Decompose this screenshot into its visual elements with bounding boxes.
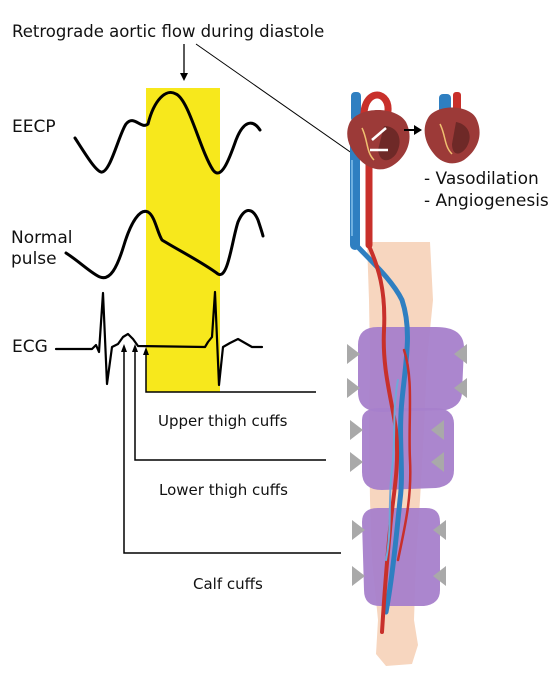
compression-arrow xyxy=(350,420,363,440)
lower-thigh-timing-line xyxy=(134,352,326,461)
result-heart-shading xyxy=(452,122,470,154)
compression-arrow xyxy=(352,566,365,586)
result-heart-coronary xyxy=(439,123,453,155)
leg-illustration xyxy=(347,135,467,666)
lower-thigh-cuffs-label: Lower thigh cuffs xyxy=(159,481,288,499)
title-arrow-head xyxy=(180,73,188,81)
leg-artery-branch xyxy=(396,348,412,562)
upper-thigh-timing-line xyxy=(145,353,316,393)
ecg-label: ECG xyxy=(12,337,48,357)
calf-timing-line xyxy=(123,352,341,554)
heart-flow-arrow xyxy=(371,127,387,141)
leg-vein xyxy=(354,243,410,615)
diagram-title: Retrograde aortic flow during diastole xyxy=(12,22,325,41)
eecp-waveform xyxy=(73,91,262,175)
leg-vein-branch xyxy=(385,379,399,561)
upper-thigh-cuffs-label: Upper thigh cuffs xyxy=(158,412,288,430)
title-leader-line xyxy=(195,43,367,164)
compression-arrows xyxy=(347,344,467,586)
calf-timing-arrowhead xyxy=(121,344,127,352)
normal-pulse-label: Normal pulse xyxy=(11,228,73,270)
heart-result-illustration xyxy=(424,92,480,164)
compression-arrow xyxy=(350,452,363,472)
compression-arrow xyxy=(431,420,444,440)
effect-arrow-head xyxy=(414,125,422,135)
leg-artery xyxy=(367,244,400,634)
compression-arrow xyxy=(431,452,444,472)
normal-pulse-waveform xyxy=(64,209,265,280)
compression-arrow xyxy=(454,344,467,364)
compression-arrow xyxy=(352,520,365,540)
normal-pulse-label-line1: Normal xyxy=(11,228,73,248)
heart-shading xyxy=(378,126,400,161)
normal-pulse-label-line2: pulse xyxy=(11,249,57,269)
compression-arrow xyxy=(433,566,446,586)
heart-illustration xyxy=(347,91,410,170)
heart-coronary xyxy=(361,127,375,161)
compression-arrow xyxy=(454,378,467,398)
calf-cuffs-label: Calf cuffs xyxy=(193,575,263,593)
calf-cuff xyxy=(362,508,440,606)
effect-angiogenesis: - Angiogenesis xyxy=(424,191,549,211)
compression-arrow xyxy=(433,520,446,540)
result-heart-body xyxy=(424,107,480,164)
lower-thigh-cuff xyxy=(362,408,454,490)
effects-list: - Vasodilation - Angiogenesis xyxy=(424,168,549,212)
compression-arrow xyxy=(347,378,360,398)
effect-vasodilation: - Vasodilation xyxy=(424,169,539,189)
compression-arrow xyxy=(347,344,360,364)
upper-thigh-timing-arrowhead xyxy=(143,347,149,355)
eecp-label: EECP xyxy=(12,117,56,137)
lower-thigh-timing-arrowhead xyxy=(132,344,138,352)
ecg-waveform xyxy=(54,290,264,387)
